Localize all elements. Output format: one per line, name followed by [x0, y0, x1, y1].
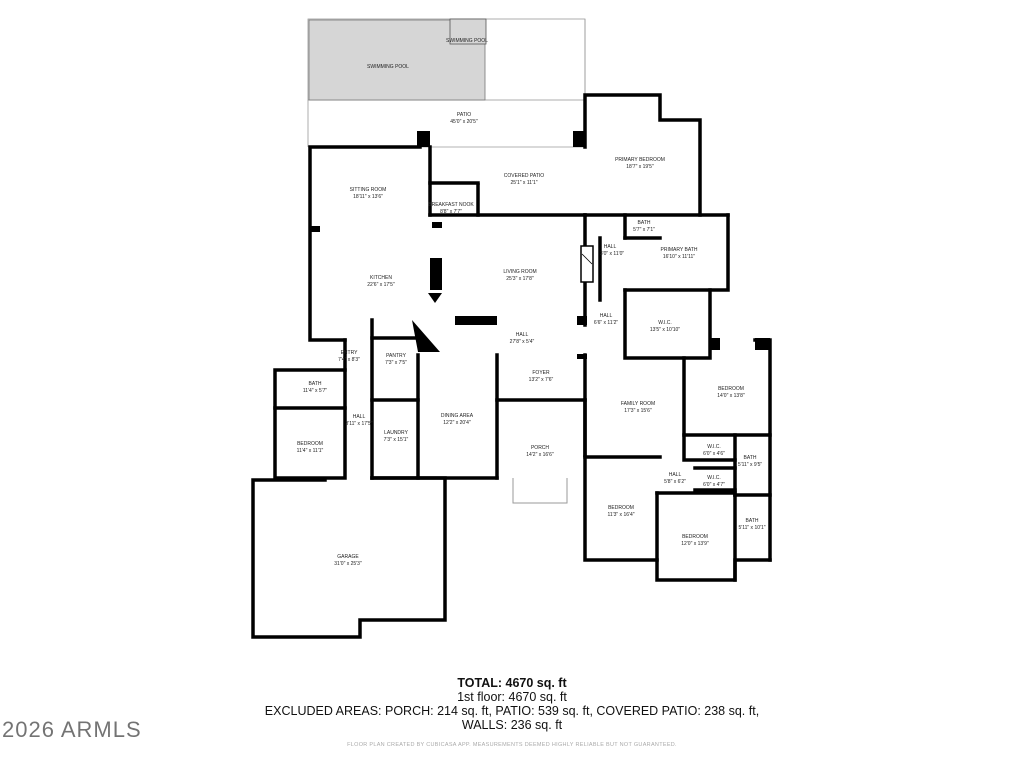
label-hall-east: HALL	[600, 313, 613, 319]
total-area: TOTAL: 4670 sq. ft	[457, 676, 567, 690]
dims-hall-central: 27'8" x 5'4"	[510, 339, 535, 345]
dims-hall-east-small: 5'8" x 6'2"	[664, 479, 686, 485]
dims-dining-area: 12'2" x 20'4"	[443, 420, 471, 426]
label-foyer: FOYER	[532, 370, 550, 376]
walls	[251, 93, 772, 639]
wall-primary-bath	[623, 213, 730, 292]
label-porch: PORCH	[531, 445, 549, 451]
dims-hall-west: 3'11" x 17'5"	[345, 421, 372, 427]
disclaimer: FLOOR PLAN CREATED BY CUBICASA APP. MEAS…	[347, 742, 677, 748]
label-entry: ENTRY	[341, 350, 359, 356]
dims-pantry: 7'3" x 7'5"	[385, 360, 407, 366]
label-bath-primary-small: BATH	[638, 220, 651, 226]
label-sitting-room: SITTING ROOM	[350, 187, 387, 193]
wall-west-bath	[273, 368, 347, 480]
dims-entry: 7'4" x 8'3"	[338, 357, 360, 363]
label-bath-east-2: BATH	[746, 518, 759, 524]
dims-wic-east-2: 6'0" x 4'7"	[703, 482, 725, 488]
dims-foyer: 13'2" x 7'6"	[529, 377, 554, 383]
label-patio: PATIO	[457, 112, 471, 118]
dims-hall-primary: 3'0" x 11'0"	[600, 251, 624, 257]
wall-wic	[623, 288, 712, 360]
dims-garage: 31'0" x 25'3"	[334, 561, 362, 567]
wall-wic-east	[682, 433, 737, 462]
label-hall-central: HALL	[516, 332, 529, 338]
label-bedroom-west: BEDROOM	[297, 441, 323, 447]
label-breakfast-nook: BREAKFAST NOOK	[428, 202, 474, 208]
floor-plan: SWIMMING POOL SWIMMING POOL PATIO 45'0" …	[251, 18, 772, 639]
label-primary-bath: PRIMARY BATH	[661, 247, 698, 253]
label-bedroom-south-1: BEDROOM	[608, 505, 634, 511]
wall-primary-bedroom-top	[583, 93, 702, 217]
label-pantry: PANTRY	[386, 353, 406, 359]
label-laundry: LAUNDRY	[384, 430, 408, 436]
pool-area	[307, 18, 586, 148]
dims-wic-east-1: 6'0" x 4'6"	[703, 451, 725, 457]
label-bedroom-south-2: BEDROOM	[682, 534, 708, 540]
dims-bath-primary-small: 5'7" x 7'1"	[633, 227, 655, 233]
watermark: 2026 ARMLS	[2, 717, 142, 742]
dims-kitchen: 22'6" x 17'5"	[367, 282, 395, 288]
label-dining-area: DINING AREA	[441, 413, 474, 419]
dims-bath-west: 11'4" x 5'7"	[303, 388, 327, 394]
floor-area: 1st floor: 4670 sq. ft	[457, 690, 567, 704]
label-bath-east-1: BATH	[744, 455, 757, 461]
room-labels: SWIMMING POOL SWIMMING POOL PATIO 45'0" …	[297, 38, 766, 567]
label-garage: GARAGE	[337, 554, 359, 560]
dims-hall-east: 6'6" x 11'2"	[594, 320, 618, 326]
dims-bath-east-1: 5'11" x 9'5"	[738, 462, 762, 468]
label-pool-large: SWIMMING POOL	[367, 64, 409, 70]
label-wic-east-1: W.I.C.	[707, 444, 721, 450]
label-pool-small: SWIMMING POOL	[446, 38, 488, 44]
dims-wic-primary: 13'5" x 10'10"	[650, 327, 680, 333]
label-hall-east-small: HALL	[669, 472, 682, 478]
label-living-room: LIVING ROOM	[503, 269, 536, 275]
label-wic-primary: W.I.C.	[658, 320, 672, 326]
label-family-room: FAMILY ROOM	[621, 401, 655, 407]
label-primary-bedroom: PRIMARY BEDROOM	[615, 157, 665, 163]
label-bedroom-east-top: BEDROOM	[718, 386, 744, 392]
dims-bath-east-2: 5'11" x 10'1"	[738, 525, 765, 531]
wall-garage	[251, 476, 447, 639]
porch-step	[512, 478, 568, 504]
fireplace	[580, 245, 594, 283]
fireplace-hatch	[581, 253, 593, 265]
label-kitchen: KITCHEN	[370, 275, 392, 281]
label-bath-west: BATH	[309, 381, 322, 387]
dims-breakfast-nook: 8'8" x 7'7"	[440, 209, 462, 215]
dims-sitting-room: 18'11" x 13'6"	[353, 194, 383, 200]
dims-living-room: 25'3" x 17'8"	[506, 276, 534, 282]
dims-bedroom-south-1: 11'3" x 16'4"	[607, 512, 634, 518]
label-hall-primary: HALL	[604, 244, 617, 250]
label-covered-patio: COVERED PATIO	[504, 173, 544, 179]
wall-west-upper	[308, 145, 422, 342]
columns	[310, 131, 770, 359]
dims-family-room: 17'3" x 15'6"	[624, 408, 652, 414]
dims-laundry: 7'3" x 15'1"	[384, 437, 409, 443]
dims-covered-patio: 25'1" x 11'1"	[510, 180, 537, 186]
dims-patio: 45'0" x 20'5"	[450, 119, 478, 125]
wall-bedroom-south-2	[655, 491, 772, 582]
area-summary: TOTAL: 4670 sq. ft 1st floor: 4670 sq. f…	[0, 676, 1024, 732]
label-wic-east-2: W.I.C.	[707, 475, 721, 481]
wall-bedroom-south-1	[583, 456, 659, 562]
dims-primary-bedroom: 18'7" x 19'5"	[626, 164, 654, 170]
walls-area: WALLS: 236 sq. ft	[461, 718, 563, 732]
label-hall-west: HALL	[353, 414, 366, 420]
dims-bedroom-west: 11'4" x 11'1"	[297, 448, 324, 454]
dims-primary-bath: 16'10" x 11'11"	[663, 254, 695, 260]
swimming-pool-small	[449, 18, 487, 45]
excluded-areas: EXCLUDED AREAS: PORCH: 214 sq. ft, PATIO…	[264, 704, 760, 718]
dims-porch: 14'2" x 16'6"	[526, 452, 554, 458]
dims-bedroom-east-top: 14'0" x 13'8"	[717, 393, 745, 399]
dims-bedroom-south-2: 12'0" x 13'9"	[681, 541, 709, 547]
